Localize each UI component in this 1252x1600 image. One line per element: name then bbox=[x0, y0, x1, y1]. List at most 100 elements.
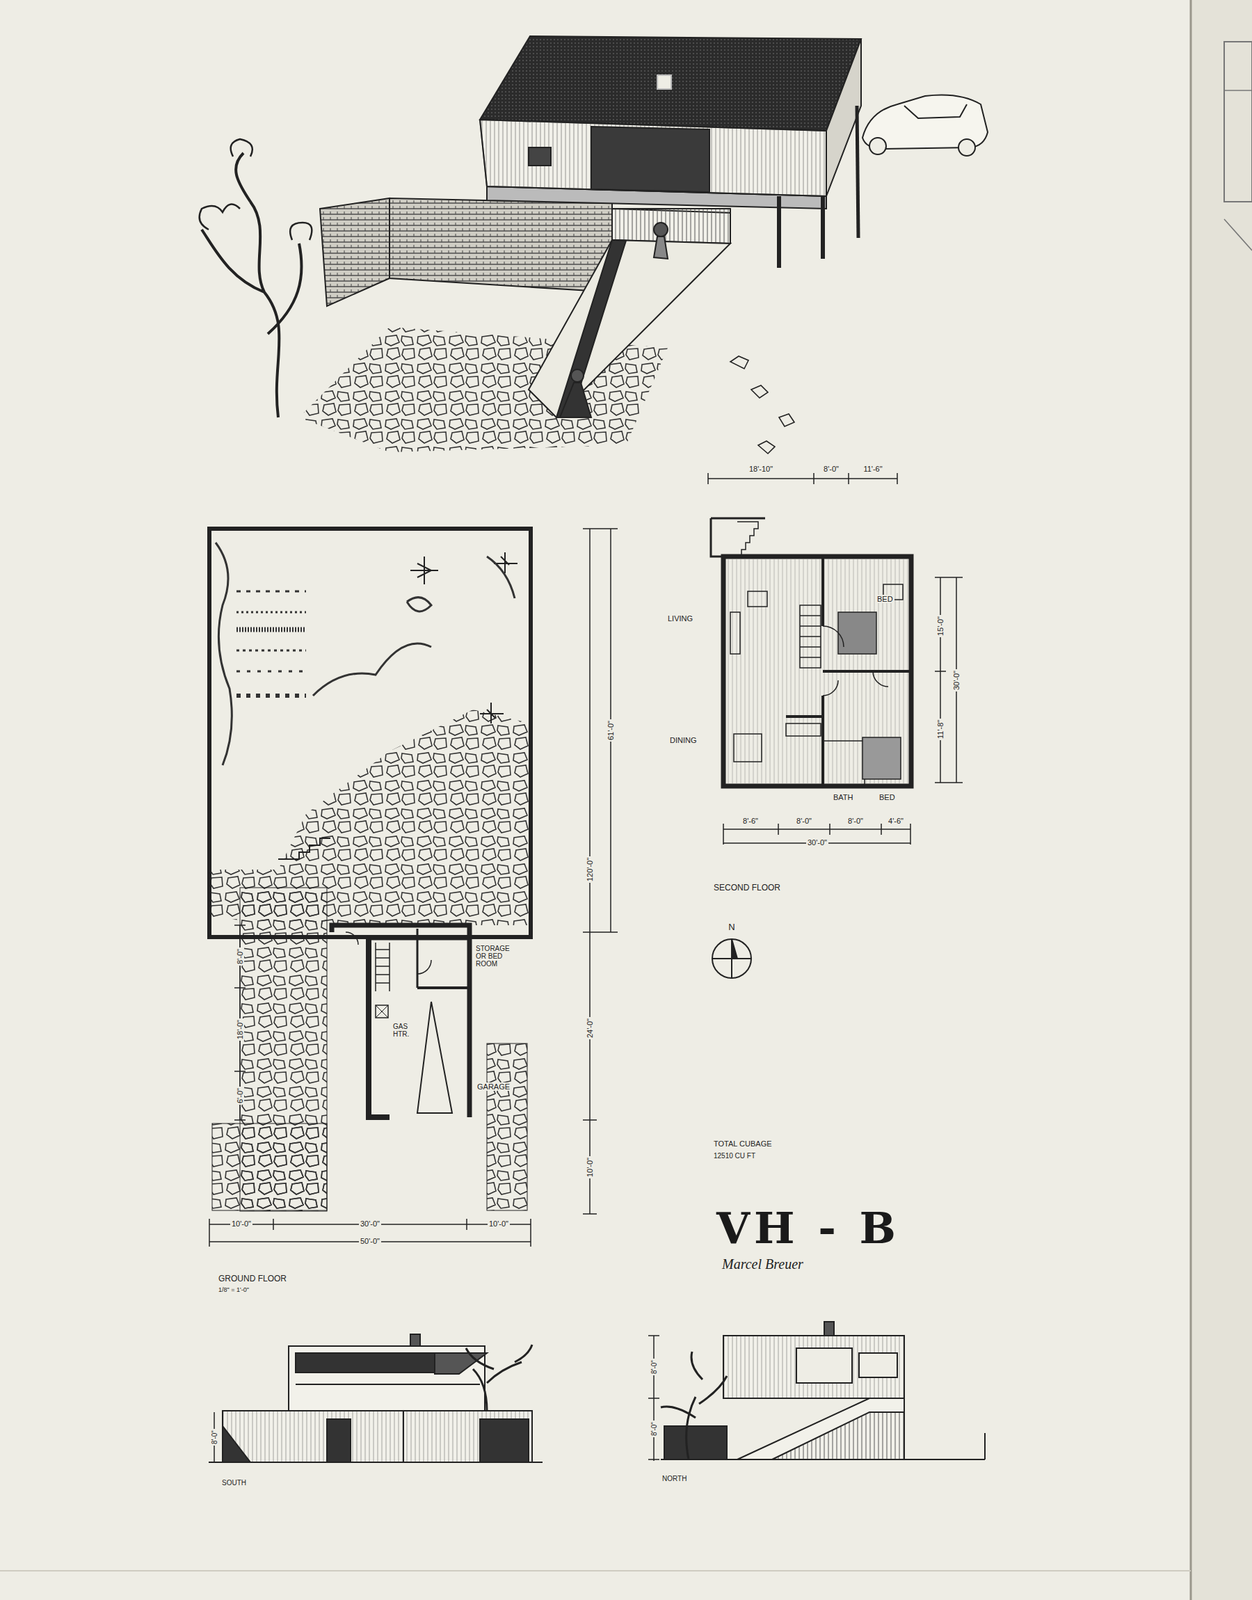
ground-floor-plan-part-part bbox=[236, 611, 307, 614]
drawing-title: SECOND FLOOR bbox=[712, 883, 782, 893]
isometric-view-part bbox=[958, 139, 976, 156]
ground-floor-plan-part bbox=[417, 986, 470, 990]
ground-floor-plan-part bbox=[410, 552, 518, 724]
dimension: 18'-10" bbox=[747, 464, 775, 473]
dimension: 8'-0" bbox=[650, 1358, 658, 1376]
second-floor-plan-part bbox=[785, 715, 823, 718]
second-floor-plan-part bbox=[934, 577, 963, 783]
dimension: 8'-0" bbox=[650, 1420, 658, 1438]
room-label: STORAGE OR BED ROOM bbox=[474, 944, 524, 968]
room-label: BED bbox=[877, 792, 897, 802]
room-label: LIVING bbox=[666, 614, 695, 623]
second-floor-plan-part bbox=[821, 556, 825, 626]
isometric-view-part bbox=[199, 139, 313, 240]
elevation-title: SOUTH bbox=[220, 1478, 248, 1487]
south-elevation-part bbox=[402, 1410, 405, 1463]
ground-floor-plan-part bbox=[375, 1005, 389, 1018]
dimension: 6'-0" bbox=[235, 1086, 245, 1105]
dimension: 120'-0" bbox=[585, 856, 595, 883]
room-label: DINING bbox=[668, 735, 699, 745]
second-floor-plan-part bbox=[822, 669, 912, 673]
dimension: 8'-0" bbox=[210, 1428, 219, 1446]
ground-floor-plan-part bbox=[375, 942, 390, 992]
isometric-view-part bbox=[653, 222, 668, 237]
second-floor-plan-part bbox=[723, 556, 912, 786]
ground-floor-plan-part-part bbox=[236, 627, 307, 633]
north-elevation-part bbox=[723, 1335, 905, 1399]
dimension: 8'-6" bbox=[741, 816, 760, 825]
isometric-view-part bbox=[479, 36, 862, 131]
dimension: 10'-0" bbox=[487, 1219, 510, 1228]
drawing-title: GROUND FLOOR bbox=[217, 1274, 288, 1284]
ground-floor-plan-part bbox=[375, 1005, 389, 1018]
dimension: 8'-0" bbox=[846, 816, 865, 825]
cubage-note: TOTAL CUBAGE bbox=[712, 1139, 774, 1148]
dimension: 4'-6" bbox=[886, 816, 905, 825]
room-label: BATH bbox=[831, 792, 855, 802]
signature: Marcel Breuer bbox=[720, 1256, 805, 1272]
second-floor-plan-part bbox=[799, 605, 821, 668]
north-elevation-part bbox=[984, 1432, 986, 1460]
room-label: GARAGE bbox=[475, 1082, 512, 1091]
ground-floor-plan-part-part bbox=[236, 693, 307, 698]
next-page-edge-part bbox=[1190, 0, 1252, 1600]
south-elevation-part bbox=[295, 1383, 480, 1385]
north-elevation bbox=[648, 1321, 985, 1461]
north-arrow-part bbox=[712, 939, 752, 978]
dimension: 30'-0" bbox=[358, 1219, 382, 1228]
north-elevation-part bbox=[664, 1425, 727, 1460]
ground-floor-plan-part bbox=[209, 1218, 531, 1247]
north-elevation-part bbox=[660, 1458, 985, 1460]
ground-floor-plan-part bbox=[416, 928, 419, 988]
isometric-view-part bbox=[389, 198, 613, 293]
dimension: 24'-0" bbox=[585, 1016, 595, 1040]
second-floor-plan-part bbox=[822, 626, 889, 696]
ground-floor-plan-part bbox=[212, 1123, 327, 1211]
dimension: 8'-0" bbox=[795, 816, 814, 825]
isometric-view-part bbox=[528, 147, 551, 166]
ground-floor-plan-part bbox=[345, 932, 432, 974]
isometric-view-part bbox=[571, 369, 584, 382]
ground-floor-plan-part-part bbox=[236, 670, 307, 673]
isometric-view-part bbox=[904, 104, 967, 119]
second-floor-plan-part bbox=[785, 723, 821, 736]
second-floor-plan-part bbox=[939, 577, 942, 783]
isometric-view-part bbox=[612, 208, 731, 244]
north-letter: N bbox=[726, 922, 736, 933]
ground-floor-plan-part bbox=[368, 938, 470, 941]
isometric-view-part bbox=[479, 119, 827, 197]
south-elevation-part bbox=[222, 1425, 251, 1463]
next-page-edge-part bbox=[1224, 41, 1252, 202]
dimension: 30'-0" bbox=[952, 669, 961, 692]
isometric-view-part bbox=[591, 126, 710, 192]
dimension: 30'-0" bbox=[806, 838, 829, 847]
south-elevation-part bbox=[479, 1418, 529, 1463]
next-page-edge-part bbox=[1190, 0, 1193, 1600]
isometric-view-part bbox=[556, 239, 626, 418]
equipment-label: GAS HTR. bbox=[391, 1022, 419, 1038]
dimension: 8'-0" bbox=[235, 947, 245, 966]
north-elevation-part bbox=[737, 1398, 905, 1460]
isometric-view-part bbox=[319, 198, 390, 307]
north-elevation-part bbox=[772, 1411, 905, 1460]
isometric-view-part bbox=[856, 105, 859, 238]
isometric-view-part bbox=[479, 119, 827, 197]
next-page-edge-part bbox=[1224, 89, 1252, 92]
room-label: BED bbox=[875, 594, 895, 604]
isometric-view-part bbox=[869, 137, 887, 155]
isometric-view-part bbox=[528, 239, 731, 418]
second-floor-plan-part bbox=[708, 472, 898, 485]
isometric-view-part bbox=[657, 75, 672, 90]
second-floor-plan-part bbox=[862, 737, 901, 780]
sheet-title: VH - B bbox=[716, 1206, 901, 1250]
north-arrow-part bbox=[731, 939, 738, 959]
isometric-view-part bbox=[201, 153, 302, 418]
second-floor-plan-part bbox=[730, 612, 741, 654]
south-elevation-part bbox=[295, 1352, 435, 1373]
dimension: 8'-0" bbox=[822, 464, 841, 473]
dimension: 11'-8" bbox=[936, 717, 945, 740]
south-elevation-part bbox=[326, 1418, 351, 1463]
second-floor-plan bbox=[708, 472, 963, 845]
